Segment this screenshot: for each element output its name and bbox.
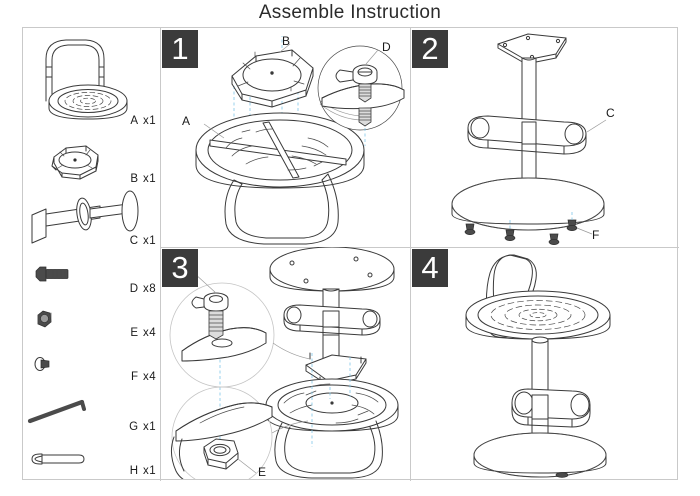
parts-list-label-e: E x4 <box>130 327 156 339</box>
step-panel-3: 3 <box>160 247 409 479</box>
parts-list-item-e: E x4 <box>22 297 160 341</box>
parts-list-item-f: F x4 <box>22 341 160 385</box>
parts-list-label-g: G x1 <box>129 421 156 433</box>
step-panel-4: 4 <box>410 247 677 479</box>
step-panel-1: 1 <box>160 28 409 246</box>
parts-list-item-d: D x8 <box>22 253 160 297</box>
swivel-plate-icon <box>40 137 110 187</box>
step-number-badge-2: 2 <box>412 30 448 68</box>
grid-divider-vertical-1 <box>160 28 161 481</box>
step-3-illustration <box>160 247 409 479</box>
step-number-badge-4: 4 <box>412 249 448 287</box>
parts-list-item-a: A x1 <box>22 33 160 129</box>
parts-list-label-d: D x8 <box>129 283 156 295</box>
step-number-badge-3: 3 <box>162 249 198 287</box>
hex-bolt-icon <box>30 261 90 291</box>
parts-list-label-b: B x1 <box>130 173 156 185</box>
open-end-wrench-icon <box>26 445 126 475</box>
seat-with-backrest-icon <box>24 33 136 129</box>
step-2-illustration <box>410 28 677 246</box>
step-2-callout-c: C <box>606 106 615 120</box>
parts-list-item-b: B x1 <box>22 135 160 187</box>
step-2-callout-f: F <box>592 228 600 242</box>
parts-list: A x1 B x1 <box>22 27 160 480</box>
step-panel-2: 2 <box>410 28 677 246</box>
parts-list-item-c: C x1 <box>22 187 160 249</box>
glide-group <box>464 219 578 245</box>
step-4-illustration <box>410 247 677 479</box>
parts-list-label-c: C x1 <box>129 235 156 247</box>
grid-divider-horizontal <box>160 247 679 248</box>
column-base-footrest-icon <box>24 187 152 249</box>
floor-glide-icon <box>30 351 90 377</box>
step-number-badge-1: 1 <box>162 30 198 68</box>
parts-list-label-h: H x1 <box>129 465 156 477</box>
step-3-callout-e: E <box>258 465 267 479</box>
grid-divider-vertical-2 <box>410 28 411 481</box>
parts-list-item-g: G x1 <box>22 385 160 435</box>
allen-key-icon <box>26 395 126 431</box>
page-title: Assemble Instruction <box>258 2 442 23</box>
parts-list-label-f: F x4 <box>131 371 156 383</box>
step-1-callout-b: B <box>282 34 291 48</box>
step-1-callout-a: A <box>182 114 191 128</box>
parts-list-item-h: H x1 <box>22 435 160 479</box>
step-1-callout-d: D <box>382 40 391 54</box>
parts-list-label-a: A x1 <box>130 115 156 127</box>
hex-nut-icon <box>30 305 90 335</box>
step-1-illustration <box>160 28 409 246</box>
